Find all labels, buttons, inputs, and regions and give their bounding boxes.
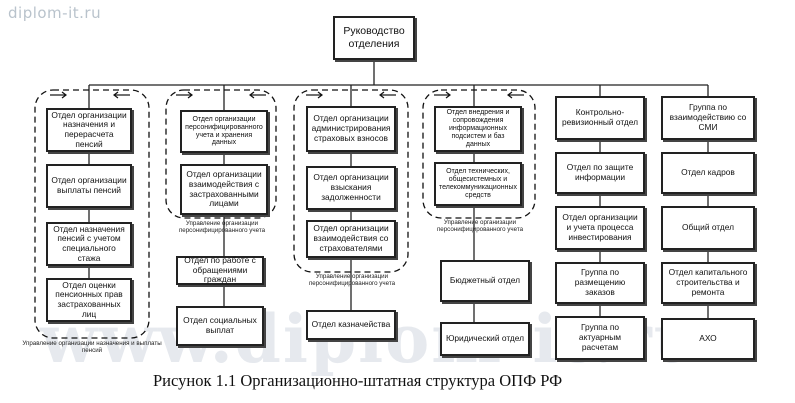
box-dept-social-payments: Отдел социальных выплат bbox=[176, 306, 264, 346]
box-dept-budget: Бюджетный отдел bbox=[440, 260, 530, 302]
group-caption-personified-2: Управление организации персонифицированн… bbox=[308, 273, 396, 288]
box-dept-construction: Отдел капитального строительства и ремон… bbox=[661, 262, 755, 304]
box-dept-pension-payment: Отдел организации выплаты пенсий bbox=[46, 164, 132, 208]
group-caption-pensions: Управление организации назначения и выпл… bbox=[22, 340, 162, 355]
box-group-actuarial: Группа по актуарным расчетам bbox=[555, 316, 645, 360]
box-dept-aho: АХО bbox=[661, 318, 755, 360]
box-dept-citizen-appeals: Отдел по работе с обращениями граждан bbox=[176, 255, 264, 285]
watermark-text: diplom-it.ru bbox=[8, 4, 102, 22]
box-dept-personified-storage: Отдел организации персонифицированного у… bbox=[180, 110, 268, 153]
box-dept-hr: Отдел кадров bbox=[661, 152, 755, 194]
group-caption-personified-1: Управление организации персонифицированн… bbox=[178, 220, 266, 235]
box-group-media: Группа по взаимодействию со СМИ bbox=[661, 96, 755, 140]
box-dept-pension-assignment: Отдел организации назначения и перерасче… bbox=[46, 108, 132, 152]
box-dept-special-stazh: Отдел назначения пенсий с учетом специал… bbox=[46, 222, 132, 266]
box-dept-info-protection: Отдел по защите информации bbox=[555, 152, 645, 194]
box-group-procurement: Группа по размещению заказов bbox=[555, 262, 645, 304]
box-dept-contributions-admin: Отдел организации администрирования стра… bbox=[306, 106, 396, 152]
group-caption-personified-3: Управление организации персонифицированн… bbox=[436, 219, 524, 234]
box-dept-audit: Контрольно-ревизионный отдел bbox=[555, 96, 645, 140]
box-dept-legal: Юридический отдел bbox=[440, 322, 530, 356]
head-box: Руководство отделения bbox=[333, 16, 415, 60]
box-dept-general: Общий отдел bbox=[661, 206, 755, 250]
box-dept-info-subsystems: Отдел внедрения и сопровождения информац… bbox=[434, 106, 522, 152]
box-dept-investment: Отдел организации и учета процесса инвес… bbox=[555, 206, 645, 250]
box-dept-technical-means: Отдел технических, общесистемных и телек… bbox=[434, 162, 522, 206]
box-dept-insured-interaction: Отдел организации взаимодействия с застр… bbox=[180, 164, 268, 215]
box-dept-debt-collection: Отдел организации взыскания задолженност… bbox=[306, 166, 396, 210]
box-dept-insurers-interaction: Отдел организации взаимодействия со стра… bbox=[306, 220, 396, 258]
box-dept-treasury: Отдел казначейства bbox=[306, 310, 396, 340]
figure-caption: Рисунок 1.1 Организационно-штатная струк… bbox=[153, 371, 563, 390]
box-dept-pension-rights: Отдел оценки пенсионных прав застрахован… bbox=[46, 278, 132, 322]
